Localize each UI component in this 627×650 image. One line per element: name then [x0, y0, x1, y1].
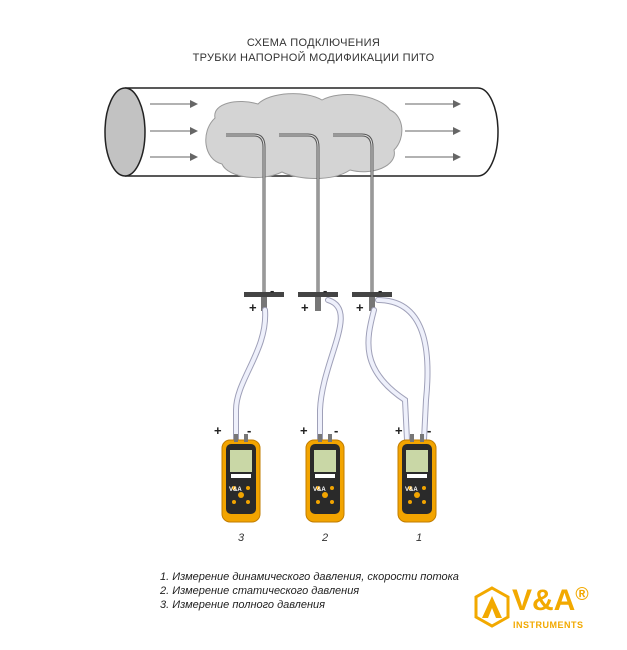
flange: [298, 292, 338, 297]
minus-sign-tube-1: -: [378, 283, 383, 298]
meter-screen: [230, 450, 252, 472]
minus-sign-meter-3: -: [247, 423, 252, 438]
registered-mark: ®: [575, 584, 589, 604]
logo-text: V&A®: [512, 584, 589, 617]
meter-number-3: 3: [238, 532, 245, 544]
diagram-title-line2: ТРУБКИ НАПОРНОЙ МОДИФИКАЦИИ ПИТО: [192, 52, 435, 64]
pitot-tube-2: [279, 133, 338, 311]
meter-number-1: 1: [416, 532, 423, 544]
hoses: [233, 297, 431, 443]
meter-brand-3: V&A: [229, 487, 242, 493]
meter-brand-2: V&A: [313, 487, 326, 493]
pitot-tube-1: [333, 133, 392, 311]
hose: [317, 297, 344, 443]
hose: [365, 307, 410, 443]
manometer-1: [397, 434, 437, 523]
minus-sign-tube-2: -: [323, 283, 328, 298]
plus-sign-meter-2: +: [300, 423, 308, 438]
plus-sign-tube-3: +: [249, 300, 257, 315]
flow-arrows: [150, 100, 461, 161]
manometer-3: [221, 434, 261, 523]
fitting: [261, 297, 267, 311]
logo-subtitle: INSTRUMENTS: [513, 620, 584, 630]
flange: [352, 292, 392, 297]
diagram-title-line1: СХЕМА ПОДКЛЮЧЕНИЯ: [246, 37, 381, 49]
hose: [233, 307, 269, 443]
pitot-tube-3: [226, 133, 284, 311]
legend: 1. Измерение динамического давления, ско…: [160, 570, 459, 612]
plus-sign-tube-2: +: [301, 300, 309, 315]
minus-sign-meter-1: -: [427, 423, 432, 438]
fitting: [315, 297, 321, 311]
meter-number-2: 2: [322, 532, 329, 544]
legend-item-3: 3. Измерение полного давления: [160, 599, 326, 611]
legend-item-1: 1. Измерение динамического давления, ско…: [160, 571, 459, 583]
pipe-end-opening: [104, 87, 146, 177]
meter-screen: [406, 450, 428, 472]
meter-brand-1: V&A: [405, 487, 418, 493]
minus-sign-tube-3: -: [270, 283, 275, 298]
fitting: [369, 297, 375, 311]
hose: [375, 297, 431, 443]
plus-sign-tube-1: +: [356, 300, 364, 315]
logo-emblem: [474, 586, 510, 628]
minus-sign-meter-2: -: [334, 423, 339, 438]
flange: [244, 292, 284, 297]
legend-item-2: 2. Измерение статического давления: [160, 585, 360, 597]
meter-screen: [314, 450, 336, 472]
plus-sign-meter-1: +: [395, 423, 403, 438]
plus-sign-meter-3: +: [214, 423, 222, 438]
manometer-2: [305, 434, 345, 523]
